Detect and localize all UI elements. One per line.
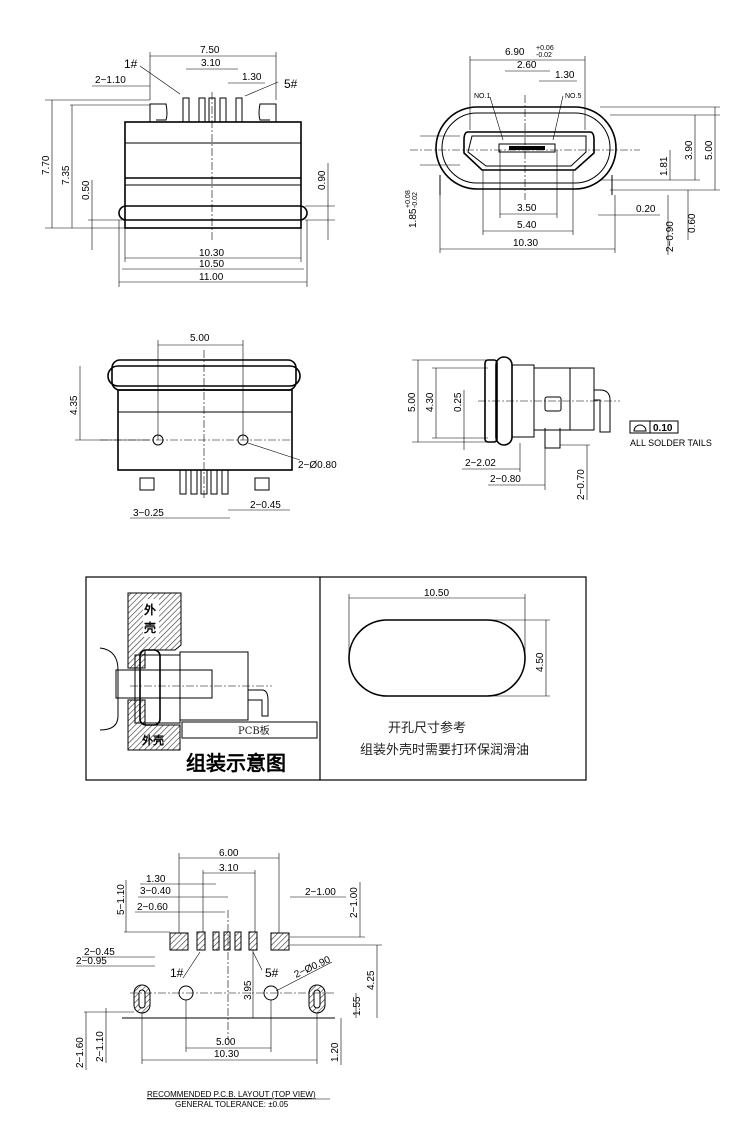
dim-0-25: 0.25 — [453, 392, 464, 412]
tol-6-90-minus: -0.02 — [536, 52, 552, 59]
pin-5-label: 5# — [284, 77, 298, 91]
dim-2-2-02: 2−2.02 — [465, 458, 496, 469]
dim-2-0-80: 2−0.80 — [490, 474, 521, 485]
shell-label-bottom: 外壳 — [141, 733, 164, 747]
pcb-layout-title: RECOMMENDED P.C.B. LAYOUT (TOP VIEW) — [147, 1090, 316, 1099]
outer-shell — [435, 106, 617, 190]
dim-4-25: 4.25 — [366, 970, 377, 990]
assembly-title: 组装示意图 — [186, 751, 286, 775]
dim-0-60: 0.60 — [687, 213, 698, 233]
usb-receptacle — [463, 131, 595, 171]
dim-7-50: 7.50 — [200, 45, 220, 56]
connector-body — [124, 121, 302, 229]
dim-2-1-00: 2−1.00 — [305, 887, 336, 898]
pin-1-label: 1# — [124, 57, 138, 71]
dim-2-1-60: 2−1.60 — [75, 1037, 86, 1068]
dim-10-50: 10.50 — [199, 259, 224, 270]
lubricant-note: 组装外壳时需要打环保润滑油 — [360, 743, 529, 758]
general-tolerance: GENERAL TOLERANCE: ±0.05 — [175, 1100, 289, 1109]
dim-1-20: 1.20 — [330, 1042, 341, 1062]
dim-5-1-10: 5−1.10 — [116, 884, 127, 915]
flatness-icon — [633, 424, 647, 432]
shell-label-top-1: 外 — [144, 602, 156, 617]
dim-6-90: 6.90 — [505, 47, 525, 58]
cutout-width: 10.50 — [424, 588, 449, 599]
dim-3-50: 3.50 — [517, 203, 537, 214]
pin-no5-label: NO.5 — [565, 93, 581, 100]
dim-2-1-00-vertical: 2−1.00 — [349, 887, 360, 918]
dim-7-35: 7.35 — [61, 165, 72, 185]
cutout-height: 4.50 — [535, 652, 546, 672]
dim-10-30: 10.30 — [513, 238, 538, 249]
pins — [149, 97, 277, 123]
dim-2-1-10: 2−1.10 — [95, 75, 126, 86]
dim-2-dia-0-80: 2−Ø0.80 — [298, 460, 337, 471]
dim-2-60: 2.60 — [517, 60, 537, 71]
dim-10-30: 10.30 — [214, 1049, 239, 1060]
dim-2-dia-0-90: 2−Ø0.90 — [293, 954, 333, 980]
dim-5-00: 5.00 — [216, 1037, 236, 1048]
dim-3-10: 3.10 — [201, 58, 221, 69]
dim-1-81: 1.81 — [659, 156, 670, 176]
pin-1-label: 1# — [170, 966, 184, 980]
dim-3-90: 3.90 — [684, 140, 695, 160]
pcb-label: PCB板 — [238, 724, 270, 737]
dim-7-70: 7.70 — [41, 155, 52, 175]
dim-3-0-25: 3−0.25 — [133, 508, 164, 519]
dim-3-0-40: 3−0.40 — [140, 886, 171, 897]
tol-1-85-plus: +0.08 — [405, 190, 412, 208]
seal-ring — [118, 205, 308, 221]
dim-0-50: 0.50 — [81, 180, 92, 200]
dim-5-00: 5.00 — [704, 140, 715, 160]
dim-3-10: 3.10 — [219, 863, 239, 874]
dim-2-0-45: 2−0.45 — [250, 500, 281, 511]
dim-1-30: 1.30 — [146, 874, 166, 885]
dim-2-0-60: 2−0.60 — [137, 902, 168, 913]
dim-10-30: 10.30 — [199, 248, 224, 259]
dim-4-30: 4.30 — [425, 392, 436, 412]
cutout-shape — [348, 619, 526, 697]
dim-3-95: 3.95 — [243, 980, 254, 1000]
pin-5-label: 5# — [265, 966, 279, 980]
dim-4-35: 4.35 — [69, 395, 80, 415]
front-view: 7.50 3.10 2−1.10 1.30 1# 5# 7.70 7.35 0.… — [41, 45, 335, 287]
flatness-value: 0.10 — [653, 423, 673, 434]
pin-no1-label: NO.1 — [474, 93, 490, 100]
bottom-view: 5.00 4.35 2−Ø0.80 3−0.25 2−0.45 — [69, 333, 337, 519]
dim-2-0-45: 2−0.45 — [84, 947, 115, 958]
dim-6-00: 6.00 — [219, 848, 239, 859]
cutout-note: 开孔尺寸参考 — [388, 720, 466, 736]
dim-1-30: 1.30 — [242, 72, 262, 83]
side-view: 5.00 4.30 0.25 2−2.02 2−0.80 2−0.70 0.10… — [407, 356, 712, 500]
dim-2-1-10: 2−1.10 — [95, 1031, 106, 1062]
end-view: 6.90 +0.06 -0.02 2.60 1.30 NO.1 NO.5 3.9… — [405, 45, 720, 255]
dim-1-55: 1.55 — [352, 996, 363, 1016]
dim-0-20: 0.20 — [636, 204, 656, 215]
assembly-panel: 外 壳 外壳 PCB板 组装示意图 10.50 4.50 开孔尺寸参考 组装外壳… — [85, 576, 587, 781]
dim-11-00: 11.00 — [199, 272, 224, 283]
dim-5-00: 5.00 — [407, 392, 418, 412]
dim-1-30: 1.30 — [555, 70, 575, 81]
tol-1-85-minus: -0.02 — [412, 192, 419, 208]
dim-5-40: 5.40 — [517, 220, 537, 231]
dim-2-0-95: 2−0.95 — [76, 956, 107, 967]
pcb-layout: 6.00 3.10 1.30 3−0.40 2−0.60 5−1.10 2−1.… — [75, 848, 382, 1109]
dim-2-0-90: 2−0.90 — [665, 221, 676, 252]
solder-tails-note: ALL SOLDER TAILS — [630, 438, 712, 448]
tol-6-90-plus: +0.06 — [536, 45, 554, 52]
shell-label-top-2: 壳 — [143, 620, 156, 635]
dim-0-90: 0.90 — [317, 170, 328, 190]
dim-5-00: 5.00 — [190, 333, 210, 344]
dim-1-85: 1.85 — [408, 208, 419, 228]
dim-2-0-70: 2−0.70 — [576, 469, 587, 500]
